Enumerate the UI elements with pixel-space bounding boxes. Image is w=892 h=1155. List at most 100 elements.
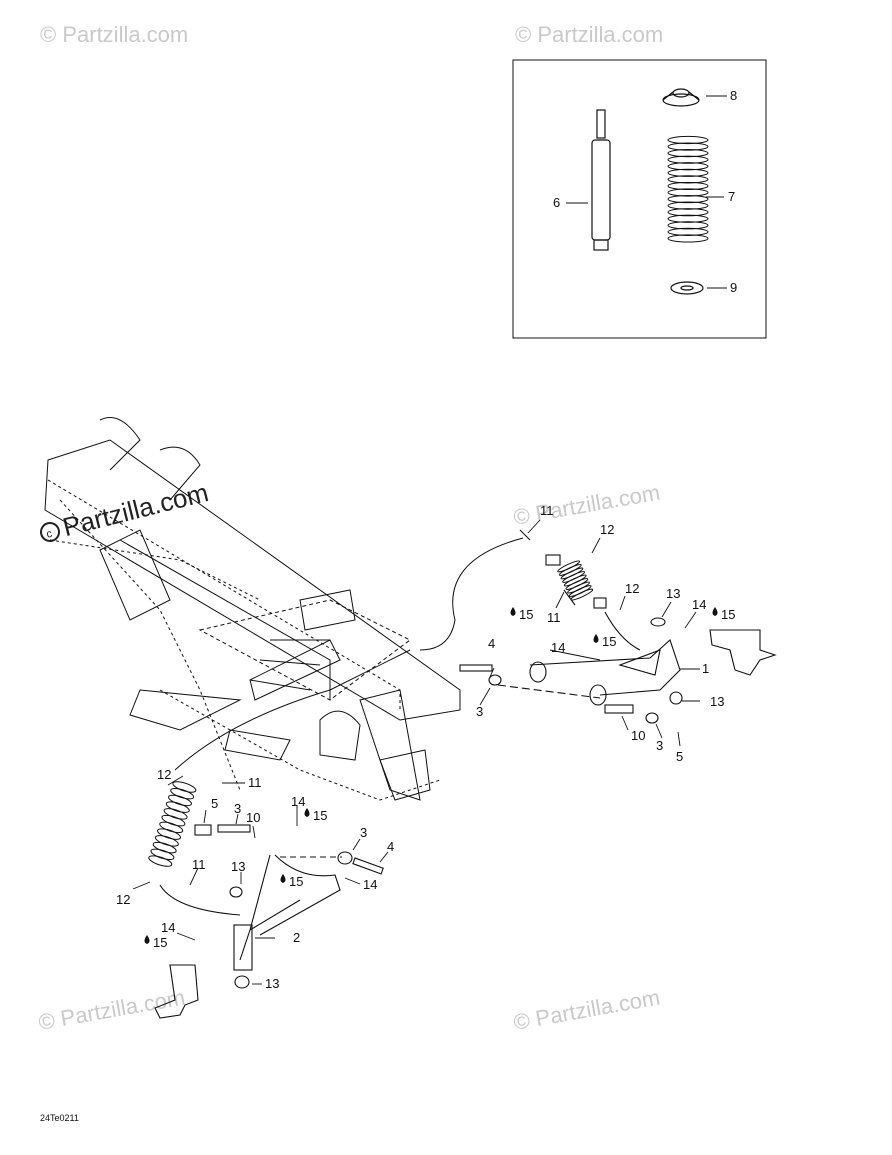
spring-coil [161, 814, 186, 827]
watermark-large: c Partzilla.com [40, 477, 211, 542]
spring-coil [667, 201, 709, 210]
spring-coil [154, 835, 179, 847]
callout-10: 10 [631, 728, 645, 743]
spring-cap-part [662, 88, 700, 107]
callout-13: 13 [710, 694, 724, 709]
spring-coil [165, 801, 190, 813]
oil-drop-icon [510, 607, 516, 616]
oil-drop-icon [593, 634, 599, 643]
callout-13: 13 [265, 976, 279, 991]
callout-14: 14 [363, 877, 377, 892]
callout-14: 14 [161, 920, 175, 935]
spring-coil [152, 841, 177, 854]
callout-15: 15 [313, 808, 327, 823]
spring-coil [565, 578, 589, 590]
oil-drop-icon [712, 607, 718, 616]
spring-coil [148, 855, 173, 867]
callout-2: 2 [293, 930, 300, 945]
callout-15: 15 [602, 634, 616, 649]
callout-11: 11 [547, 610, 561, 625]
spring-coil [667, 234, 709, 243]
callout-4: 4 [387, 839, 394, 854]
callout-15: 15 [519, 607, 533, 622]
oil-drop-icons [144, 607, 718, 944]
watermarks: © Partzilla.com © Partzilla.com © Partzi… [37, 22, 664, 1035]
callout-9: 9 [730, 280, 737, 295]
watermark-bottom-left: © Partzilla.com [37, 985, 187, 1035]
callout-15: 15 [721, 607, 735, 622]
callout-1: 1 [702, 661, 709, 676]
callout-15: 15 [153, 935, 167, 950]
callout-5: 5 [676, 749, 683, 764]
spring-coil [172, 781, 197, 793]
spring-coil [667, 135, 709, 145]
spring-coil [560, 567, 584, 580]
callout-12: 12 [600, 522, 614, 537]
spring-coil [562, 571, 586, 583]
spring-coil [667, 149, 709, 158]
callout-3: 3 [360, 825, 367, 840]
watermark-top-left: © Partzilla.com [40, 22, 188, 47]
callout-11: 11 [192, 857, 206, 872]
callout-8: 8 [730, 88, 737, 103]
callout-14: 14 [551, 640, 565, 655]
spring-coil [170, 787, 195, 800]
callout-13: 13 [231, 859, 245, 874]
callout-12: 12 [625, 581, 639, 596]
callout-12: 12 [157, 767, 171, 782]
callout-11: 11 [540, 503, 554, 518]
spring-coil [558, 564, 582, 576]
callout-5: 5 [211, 796, 218, 811]
spring-coil [168, 794, 192, 807]
callout-10: 10 [246, 810, 260, 825]
spring-coil [667, 227, 709, 236]
shock-absorber-inset [591, 109, 611, 251]
watermark-top-right: © Partzilla.com [515, 22, 663, 47]
spring-coil [667, 208, 709, 217]
spring-coil [567, 581, 590, 594]
callout-12: 12 [116, 892, 130, 907]
spring-coil [667, 168, 709, 177]
callout-3: 3 [656, 738, 663, 753]
inset-box: 8 6 7 9 [512, 59, 767, 339]
spring-coil [150, 848, 175, 861]
spring-coil [667, 175, 709, 184]
washer-part [670, 281, 704, 295]
callout-15: 15 [289, 874, 303, 889]
spring-coil [568, 585, 592, 598]
main-callouts: 11 12 12 11 13 14 15 15 14 15 4 1 3 13 1… [116, 503, 735, 991]
left-suspension [148, 649, 411, 1019]
spring-coil [563, 574, 587, 587]
right-suspension [419, 529, 777, 724]
svg-text:c: c [45, 528, 54, 541]
spring-coil [667, 188, 709, 197]
spring-coil [667, 142, 709, 151]
callout-14: 14 [291, 794, 305, 809]
spring-coil [667, 155, 709, 164]
coil-spring-part [667, 135, 709, 243]
oil-drop-icon [304, 808, 310, 817]
spring-coil [157, 828, 182, 840]
callout-14: 14 [692, 597, 706, 612]
spring-coil [159, 821, 184, 834]
callout-3: 3 [234, 801, 241, 816]
callout-11: 11 [248, 775, 262, 790]
callout-13: 13 [666, 586, 680, 601]
drawing-code: 24Te0211 [40, 1113, 79, 1123]
spring-coil [667, 221, 709, 230]
watermark-mid-right: © Partzilla.com [512, 480, 662, 530]
spring-coil [667, 194, 709, 204]
callout-3: 3 [476, 704, 483, 719]
oil-drop-icon [280, 874, 286, 883]
watermark-bottom-right: © Partzilla.com [512, 985, 662, 1035]
leader-lines [132, 519, 700, 985]
oil-drop-icon [144, 935, 150, 944]
callout-6: 6 [553, 195, 560, 210]
spring-coil [570, 588, 594, 601]
spring-coil [667, 181, 709, 191]
spring-coil [667, 214, 709, 223]
callout-4: 4 [488, 636, 495, 651]
spring-coil [163, 808, 188, 820]
chassis-frame [44, 417, 461, 801]
